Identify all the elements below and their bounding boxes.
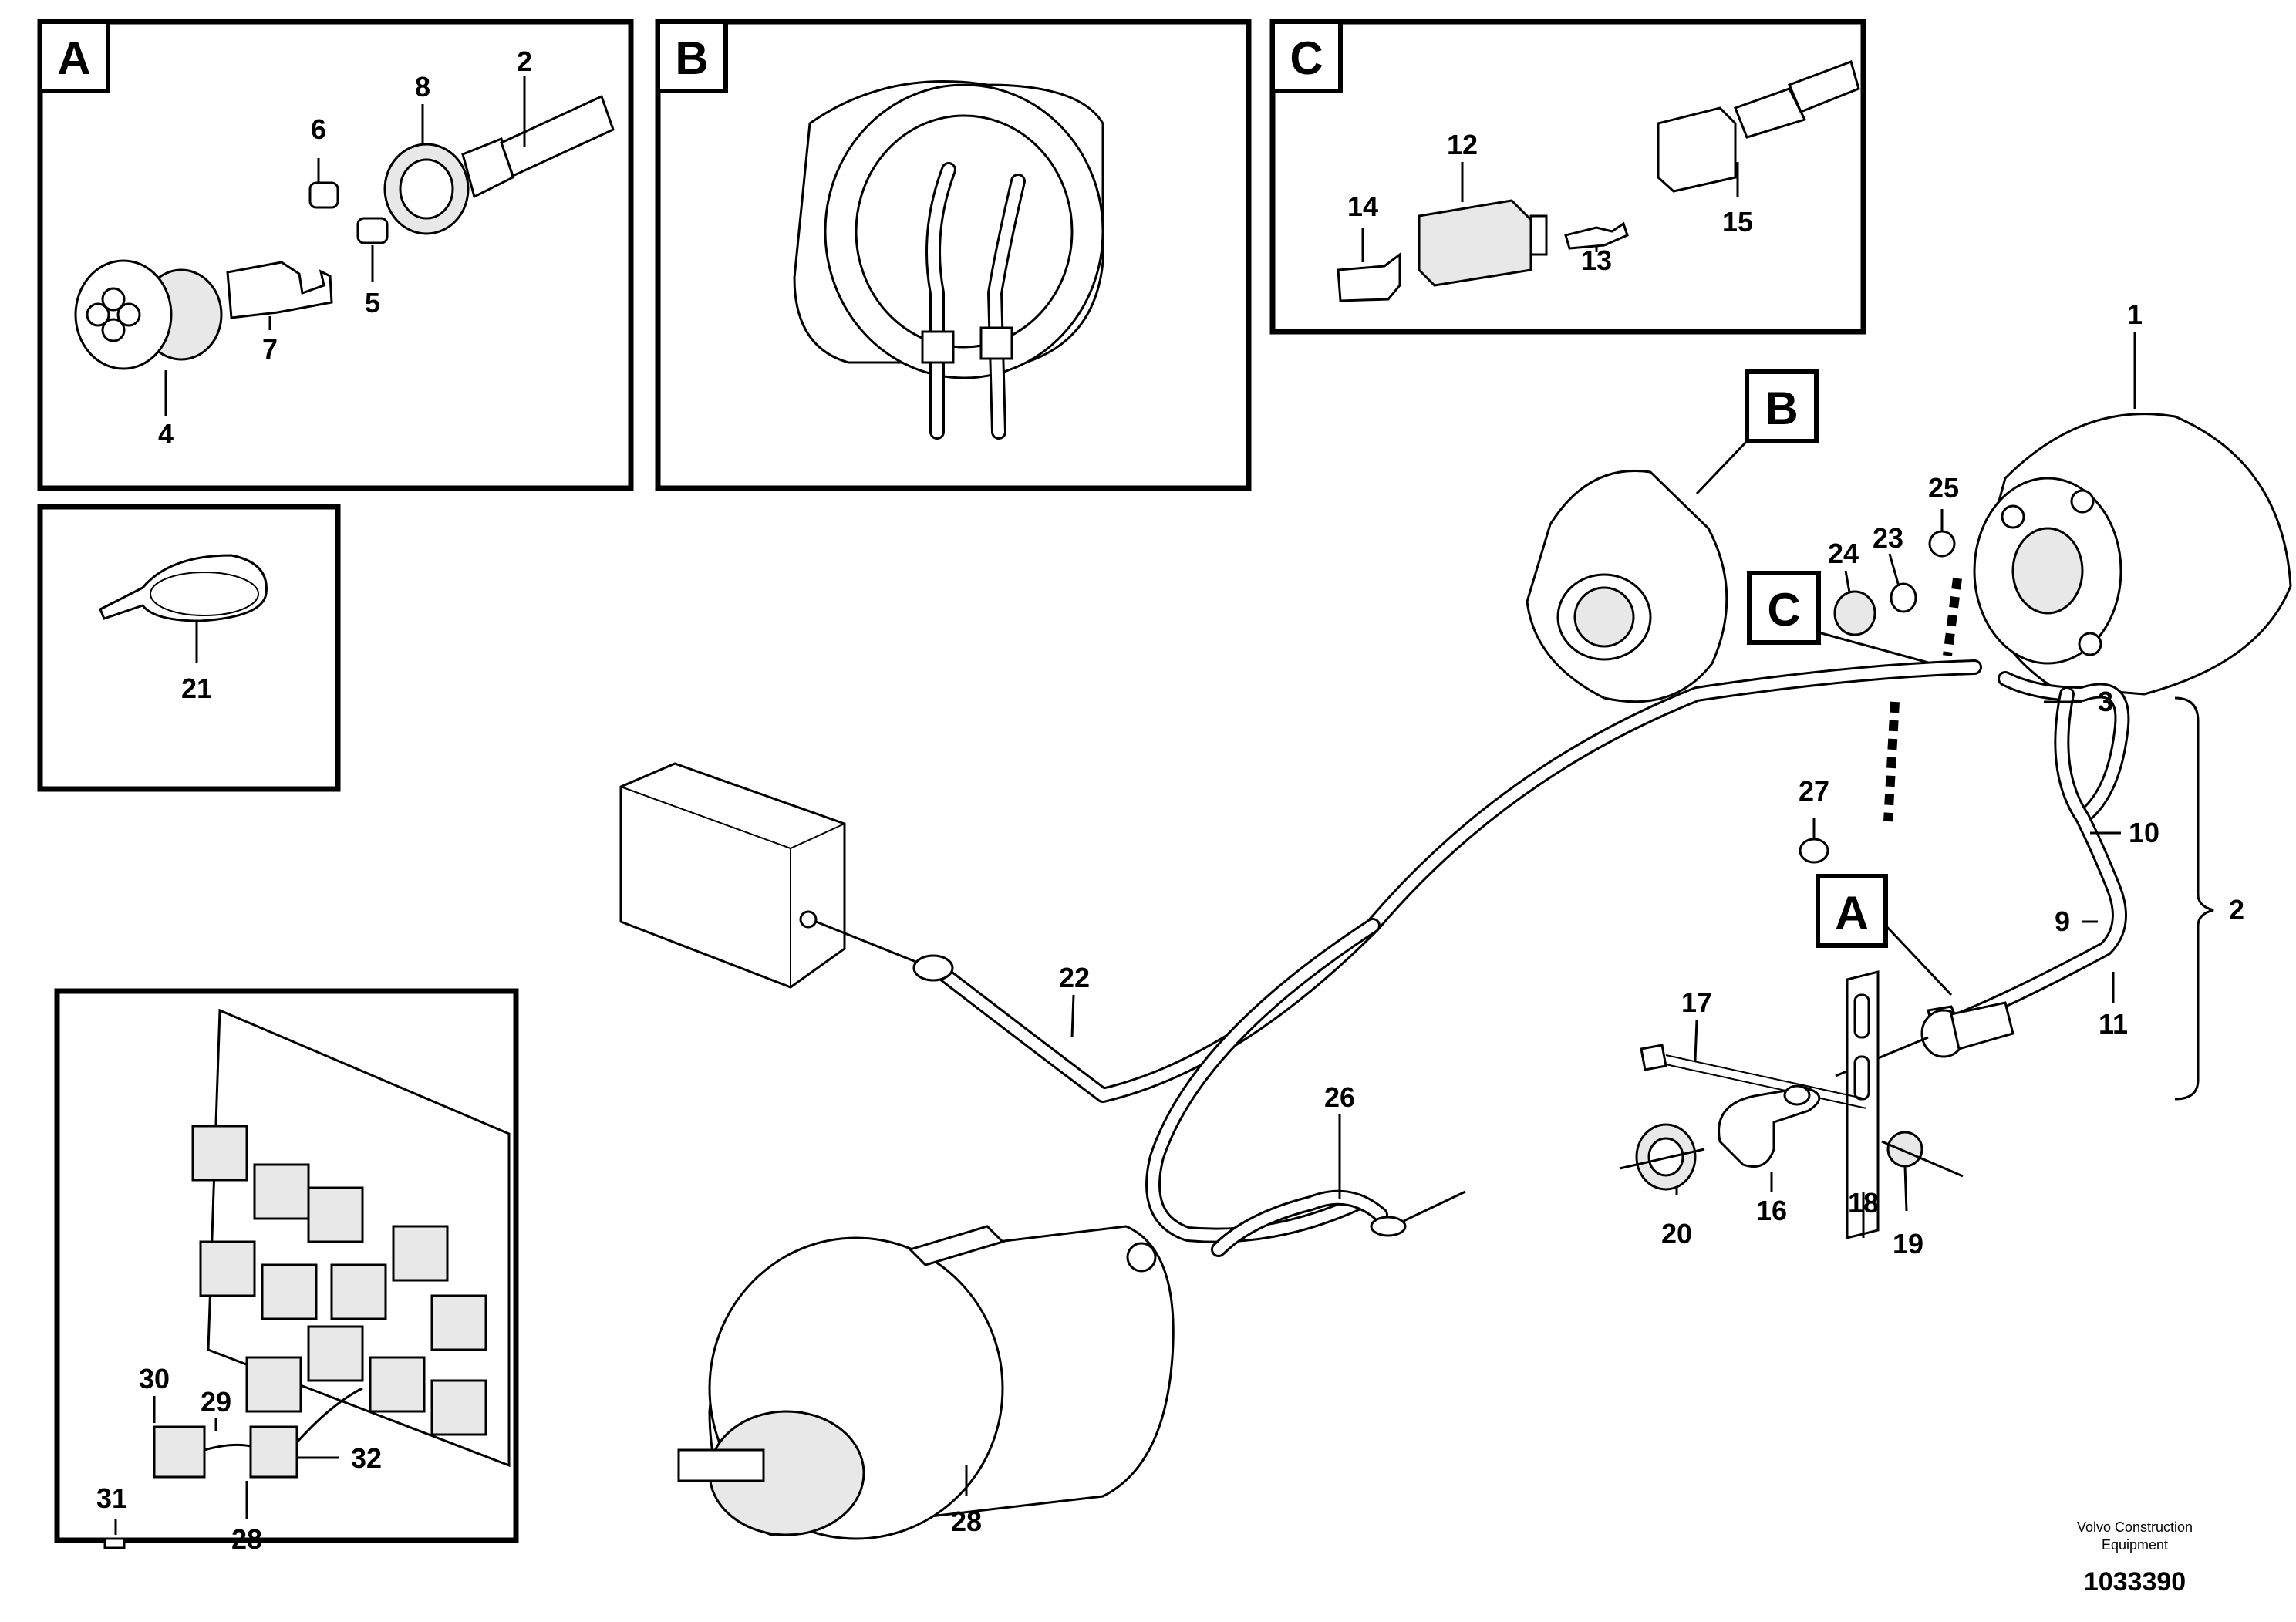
panel-c-parts-drawing [1337,60,1860,302]
part-number-27: 27 [1799,775,1829,807]
drawing-number: 1033390 [2084,1567,2186,1597]
cable-nut-drawing [383,94,615,235]
part-number-30: 30 [139,1363,170,1394]
part-number-12: 12 [1447,129,1478,160]
company-line-2: Equipment [2102,1537,2168,1553]
detail-panel-c: C 14 12 13 15 [1269,19,1866,335]
part-number-28-harness: 28 [231,1523,262,1555]
terminal-drawing [226,261,333,319]
clip-16 [1718,1086,1821,1168]
main-assembly: B 1 25 23 24 C 22 [619,298,2292,1540]
callout-b-tag: B [1765,383,1798,434]
nut-27 [1799,838,1829,864]
part-number-18: 18 [1848,1187,1879,1219]
company-line-1: Volvo Construction [2077,1519,2193,1535]
part-number-7: 7 [262,333,278,365]
cap-24 [1833,590,1876,636]
part-number-21: 21 [181,673,212,704]
detail-panel-b: B [655,19,1252,491]
relay-board-panel: 30 29 32 28 31 [54,988,519,1555]
part-number-8: 8 [415,71,430,103]
part-number-24: 24 [1828,538,1859,569]
starter-motor-drawing [677,1225,1175,1540]
part-number-9: 9 [2055,905,2070,937]
part-number-1: 1 [2127,298,2143,330]
alternator-drawing [1973,413,2292,696]
title-block: Volvo Construction Equipment 1033390 [2077,1519,2193,1597]
nut-19 [1881,1131,1964,1178]
part-number-15: 15 [1722,206,1753,238]
connector-housing-drawing [74,259,223,370]
part-number-2: 2 [517,46,532,77]
panel-c-tag: C [1290,32,1323,84]
mounting-bracket-18 [1846,970,1880,1239]
part-number-16: 16 [1756,1195,1787,1226]
control-box-drawing [619,762,954,989]
part-number-11: 11 [2099,1008,2128,1040]
part-number-14: 14 [1347,191,1378,222]
part-number-17: 17 [1681,986,1712,1018]
part-number-6: 6 [311,113,326,145]
cable-tie-panel: 21 [37,504,341,792]
part-number-22: 22 [1059,962,1090,993]
panel-b-tag: B [675,32,708,84]
nut-25 [1928,530,1956,558]
panel-a-tag: A [57,32,90,84]
part-number-28: 28 [951,1506,982,1537]
callout-a-tag: A [1835,887,1868,939]
plug-connector-drawing [1835,1001,2014,1077]
part-number-3: 3 [2098,686,2113,717]
part-number-5: 5 [365,287,380,319]
detail-panel-a: A 4 7 6 5 [37,19,634,491]
alternator-harness-drawing [1927,671,2130,1043]
alternator-cover-drawing [793,80,1104,440]
connector-harness-drawing [103,1387,363,1549]
part-number-10: 10 [2129,817,2159,848]
relay-blocks [191,1125,487,1436]
bolt-17 [1640,1044,1667,1071]
part-number-13: 13 [1581,244,1612,276]
washer-23 [1890,582,1917,613]
part-number-32: 32 [351,1442,382,1474]
part-number-31: 31 [96,1482,127,1514]
callout-c-tag: C [1767,584,1800,636]
brace-bracket [2174,696,2214,1101]
alternator-cover-main [1526,469,1728,703]
seal-drawings [308,181,389,244]
part-number-25: 25 [1928,472,1959,504]
part-number-20: 20 [1661,1218,1692,1249]
part-number-23: 23 [1873,522,1903,554]
part-number-26: 26 [1324,1081,1355,1113]
part-number-4: 4 [158,418,174,450]
part-number-29: 29 [201,1386,231,1418]
nut-20 [1619,1123,1705,1191]
part-number-2-assembly: 2 [2229,894,2244,926]
part-number-19: 19 [1893,1228,1923,1259]
